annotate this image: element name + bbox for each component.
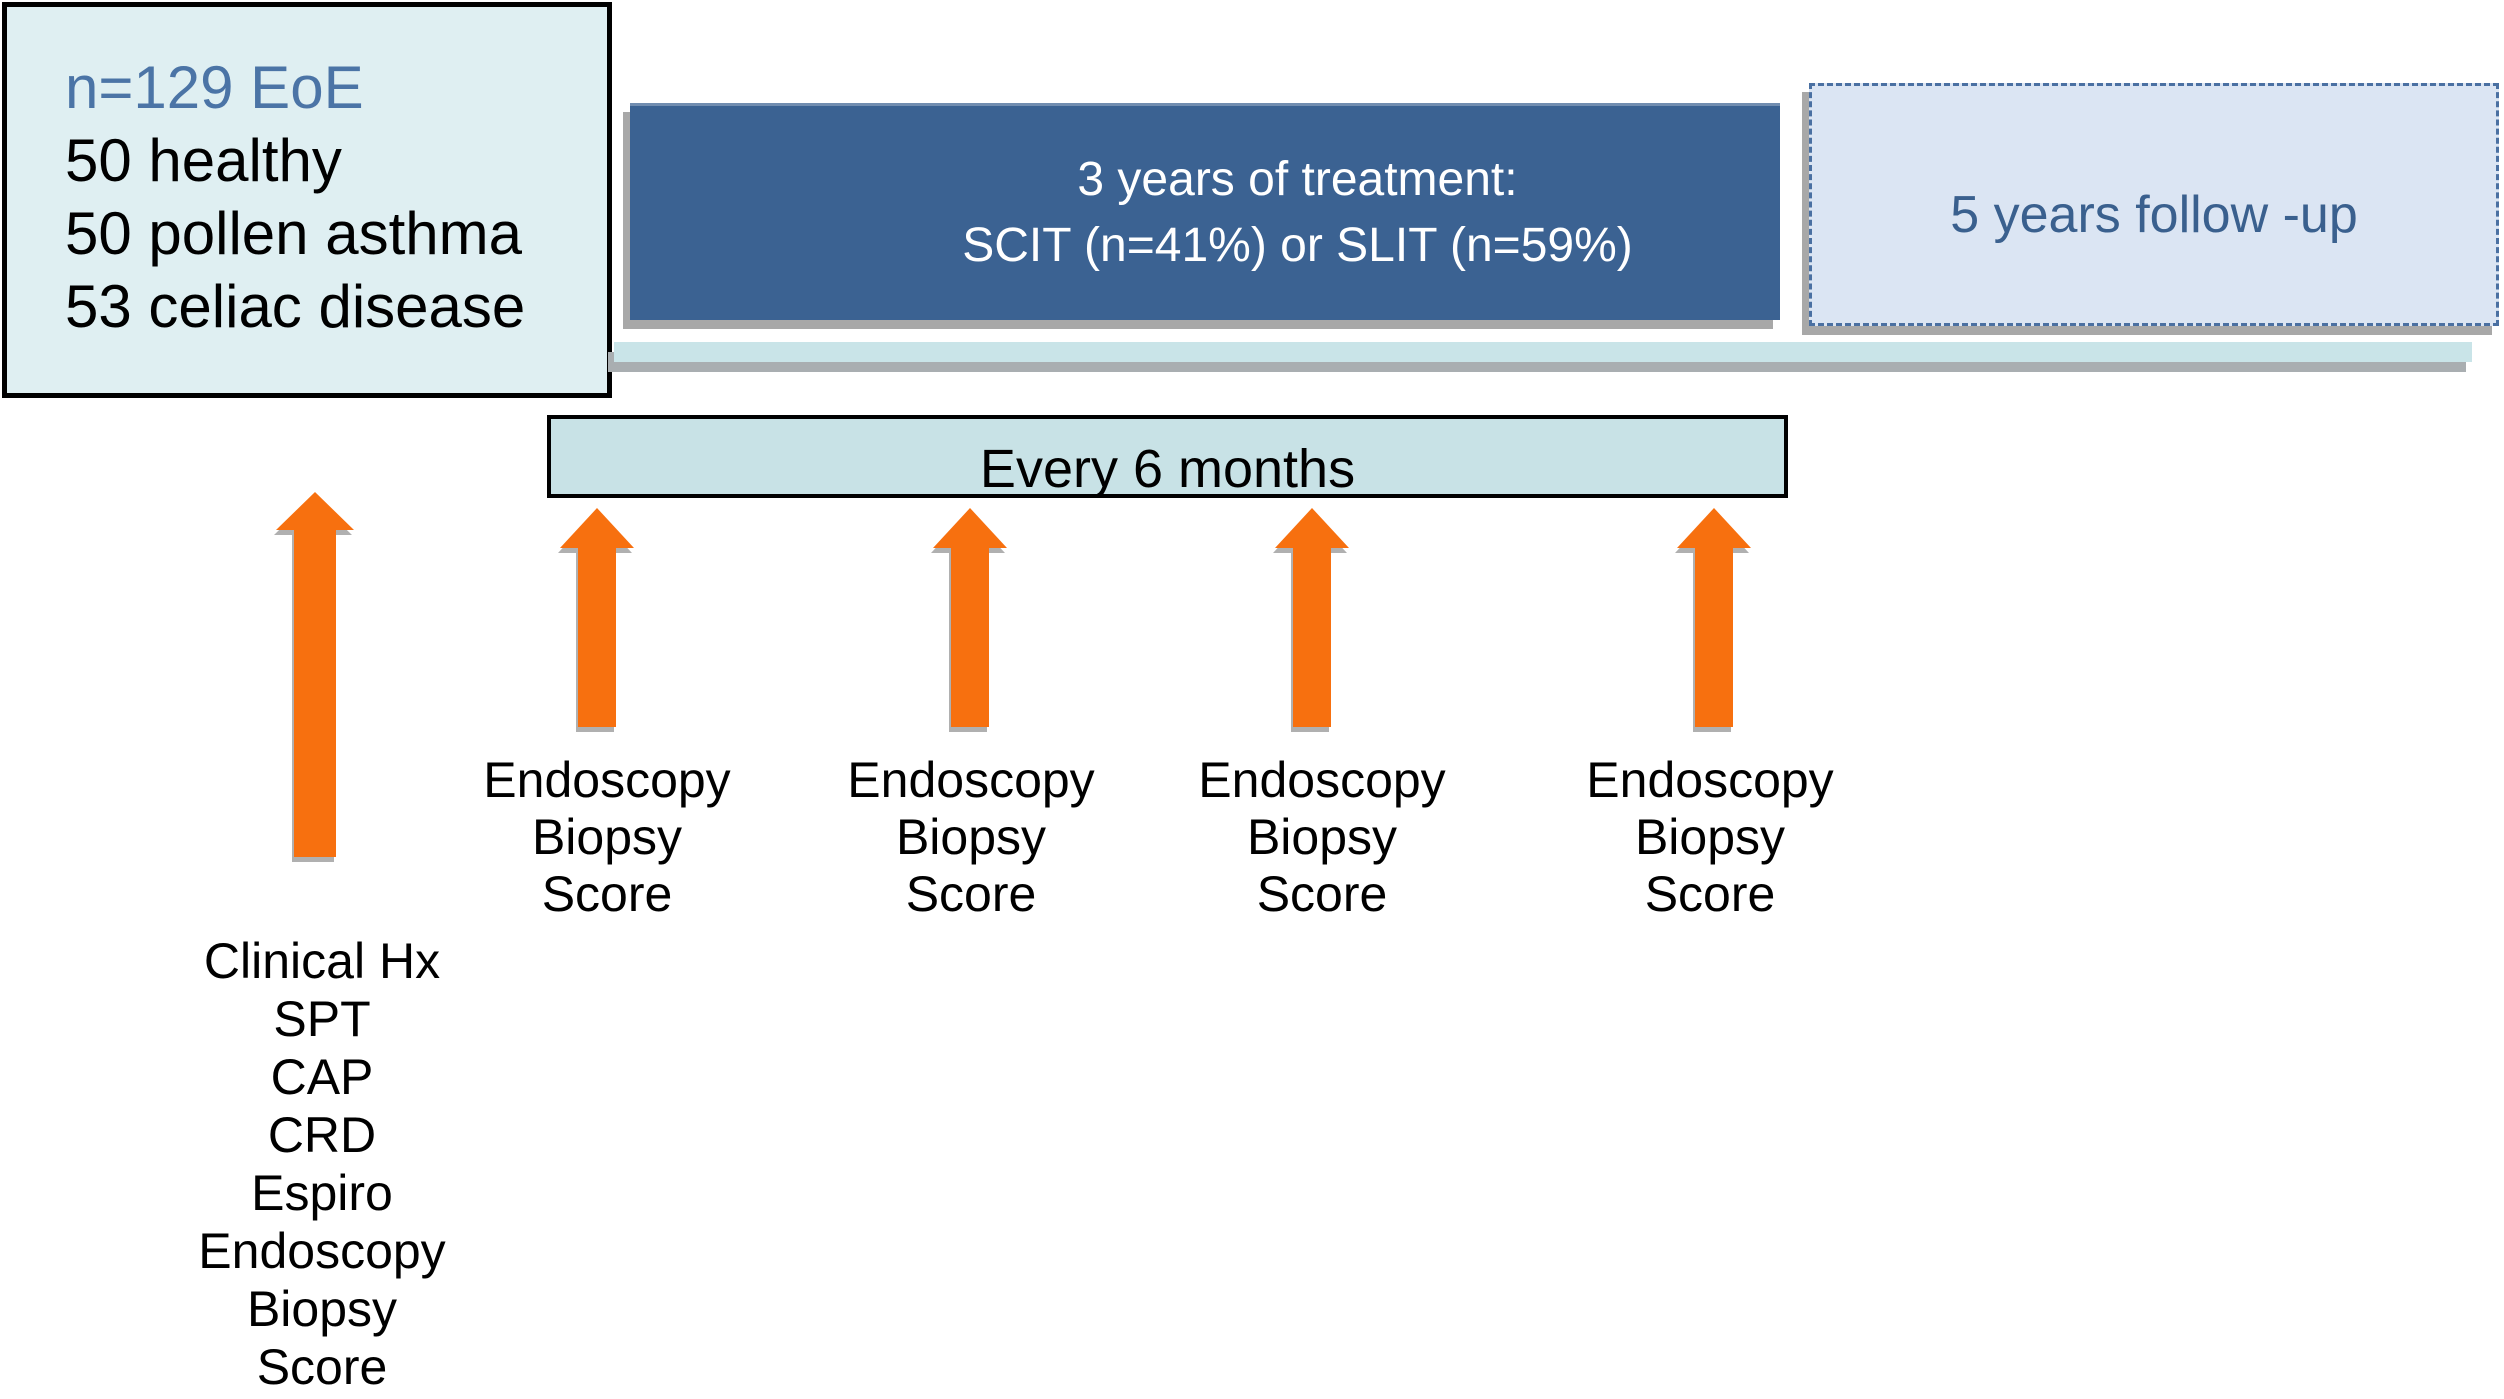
cohort-line-healthy: 50 healthy xyxy=(65,127,342,194)
baseline-line: Espiro xyxy=(251,1165,393,1221)
assessment-line: Endoscopy xyxy=(847,752,1095,808)
assessment-line: Biopsy xyxy=(531,809,683,865)
interval-label: Every 6 months xyxy=(979,438,1356,499)
arrow-shaft xyxy=(578,548,616,727)
assessment-line: Score xyxy=(541,866,673,922)
arrow-shaft xyxy=(951,548,989,727)
assessment-line: Biopsy xyxy=(895,809,1047,865)
visit-1-up-arrow xyxy=(560,508,634,727)
cohort-headline: n=129 EoE xyxy=(65,54,364,121)
visit-3-up-arrow xyxy=(1275,508,1349,727)
assessment-column-3: Endoscopy Biopsy Score xyxy=(1172,752,1472,923)
assessment-line: Score xyxy=(1644,866,1776,922)
assessment-column-2: Endoscopy Biopsy Score xyxy=(821,752,1121,923)
interval-box: Every 6 months xyxy=(547,415,1788,499)
treatment-line-1: 3 years of treatment: xyxy=(1077,153,1518,206)
followup-label: 5 years follow -up xyxy=(1950,185,2358,244)
treatment-line-2: SCIT (n=41%) or SLIT (n=59%) xyxy=(962,219,1633,272)
baseline-line: Score xyxy=(256,1339,388,1395)
baseline-line: Biopsy xyxy=(246,1281,398,1337)
assessment-line: Biopsy xyxy=(1634,809,1786,865)
baseline-workup-column: Clinical Hx SPT CAP CRD Espiro Endoscopy… xyxy=(142,932,502,1396)
assessment-line: Score xyxy=(905,866,1037,922)
assessment-line: Biopsy xyxy=(1246,809,1398,865)
arrow-shaft xyxy=(1293,548,1331,727)
baseline-up-arrow xyxy=(276,492,354,857)
arrow-head xyxy=(276,492,354,530)
assessment-column-1: Endoscopy Biopsy Score xyxy=(457,752,757,923)
treatment-text: 3 years of treatment: SCIT (n=41%) or SL… xyxy=(820,147,1775,279)
visit-2-up-arrow xyxy=(933,508,1007,727)
baseline-line: Endoscopy xyxy=(198,1223,446,1279)
assessment-line: Endoscopy xyxy=(1198,752,1446,808)
visit-4-up-arrow xyxy=(1677,508,1751,727)
cohort-line-celiac: 53 celiac disease xyxy=(65,273,526,340)
baseline-line: SPT xyxy=(273,991,371,1047)
cohort-box: n=129 EoE 50 healthy 50 pollen asthma 53… xyxy=(2,2,612,398)
arrow-shaft xyxy=(294,530,336,857)
arrow-head xyxy=(933,508,1007,548)
arrow-head xyxy=(1677,508,1751,548)
baseline-line: CRD xyxy=(267,1107,377,1163)
baseline-line: Clinical Hx xyxy=(203,933,441,989)
baseline-line: CAP xyxy=(270,1049,374,1105)
assessment-line: Endoscopy xyxy=(483,752,731,808)
cohort-line-pollen-asthma: 50 pollen asthma xyxy=(65,200,522,267)
followup-box: 5 years follow -up xyxy=(1809,83,2499,326)
assessment-line: Endoscopy xyxy=(1586,752,1834,808)
arrow-head xyxy=(560,508,634,548)
treatment-box: 3 years of treatment: SCIT (n=41%) or SL… xyxy=(630,103,1780,320)
arrow-head xyxy=(1275,508,1349,548)
timeline-bar xyxy=(614,342,2472,362)
assessment-column-4: Endoscopy Biopsy Score xyxy=(1560,752,1860,923)
arrow-shaft xyxy=(1695,548,1733,727)
assessment-line: Score xyxy=(1256,866,1388,922)
